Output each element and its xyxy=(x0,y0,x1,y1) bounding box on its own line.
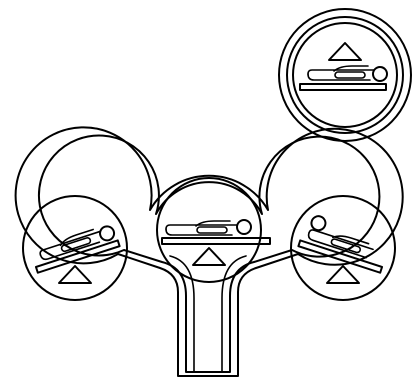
housing-outer-outline xyxy=(14,126,404,377)
trendelenburg-head-up-position-icon xyxy=(34,225,121,274)
button-face xyxy=(292,22,398,128)
reverse-trendelenburg-head-down-position-icon xyxy=(297,215,384,274)
flat-position-button[interactable] xyxy=(156,177,271,283)
button-outer-ring xyxy=(278,8,412,142)
button-face xyxy=(156,177,262,283)
flat-supine-position-icon xyxy=(161,219,271,245)
housing-inner-outline xyxy=(37,134,381,373)
bed-tilt-button-group xyxy=(14,126,404,377)
table-raise-position-button[interactable] xyxy=(278,8,412,142)
head-down-position-button[interactable] xyxy=(290,195,396,301)
button-face xyxy=(22,195,128,301)
table-raise-position-icon xyxy=(299,42,388,91)
button-face xyxy=(290,195,396,301)
head-up-position-button[interactable] xyxy=(22,195,128,301)
stem-right-groove xyxy=(221,255,247,373)
button-inner-ring xyxy=(286,16,404,134)
stem-left-groove xyxy=(169,255,195,373)
